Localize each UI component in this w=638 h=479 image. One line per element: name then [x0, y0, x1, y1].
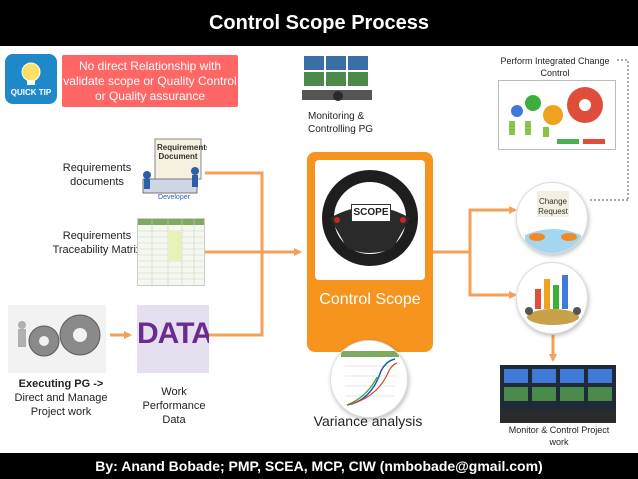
meeting-image: [516, 262, 588, 334]
requirements-documents-label: Requirements documents: [62, 162, 132, 188]
title-bar: Control Scope Process: [0, 0, 638, 46]
requirements-document-text: Requirements Document: [157, 143, 207, 161]
page-title: Control Scope Process: [208, 12, 430, 34]
footer-bar: By: Anand Bobade; PMP, SCEA, MCP, CIW (n…: [0, 453, 638, 479]
developer-text: Developer: [158, 194, 190, 201]
work-performance-data-label: Work Performance Data: [142, 386, 206, 426]
requirements-traceability-matrix-label: Requirements Traceability Matrix: [52, 230, 142, 256]
monitor-control-room-image: [500, 365, 616, 423]
wheel-scope-label: SCOPE: [351, 204, 391, 222]
data-text: DATA: [137, 317, 209, 350]
monitor-control-project-work-label: Monitor & Control Project work: [508, 425, 610, 447]
change-request-image: Change Request: [516, 182, 588, 254]
quick-tip-badge-label: QUICK TIP: [10, 88, 52, 97]
monitoring-screens-image: [298, 52, 376, 104]
executing-pg-label: Executing PG -> Direct and Manage Projec…: [4, 377, 118, 419]
gears-image: [8, 305, 106, 373]
traceability-matrix-image: [137, 218, 205, 286]
executing-pg-title: Executing PG ->: [18, 378, 104, 390]
variance-analysis-image: [330, 340, 408, 418]
change-control-image: [498, 80, 616, 150]
quick-tip-badge: QUICK TIP: [5, 54, 57, 104]
perform-integrated-change-control-label: Perform Integrated Change Control: [500, 56, 610, 78]
monitoring-pg-label: Monitoring & Controlling PG: [308, 111, 374, 135]
direct-manage-label: Direct and Manage Project work: [14, 392, 108, 418]
quick-tip-text: No direct Relationship with validate sco…: [63, 59, 237, 103]
change-request-text: Change Request: [538, 197, 568, 216]
variance-analysis-label: Variance analysis: [313, 413, 423, 429]
lightbulb-icon: [21, 62, 41, 85]
data-image: DATA: [137, 305, 209, 373]
control-scope-process: SCOPE Control Scope: [307, 152, 433, 352]
quick-tip: No direct Relationship with validate sco…: [62, 55, 238, 107]
requirements-document-image: Requirements Document Developer: [137, 135, 207, 205]
author-credit: By: Anand Bobade; PMP, SCEA, MCP, CIW (n…: [95, 458, 543, 474]
control-scope-title: Control Scope: [319, 291, 421, 308]
